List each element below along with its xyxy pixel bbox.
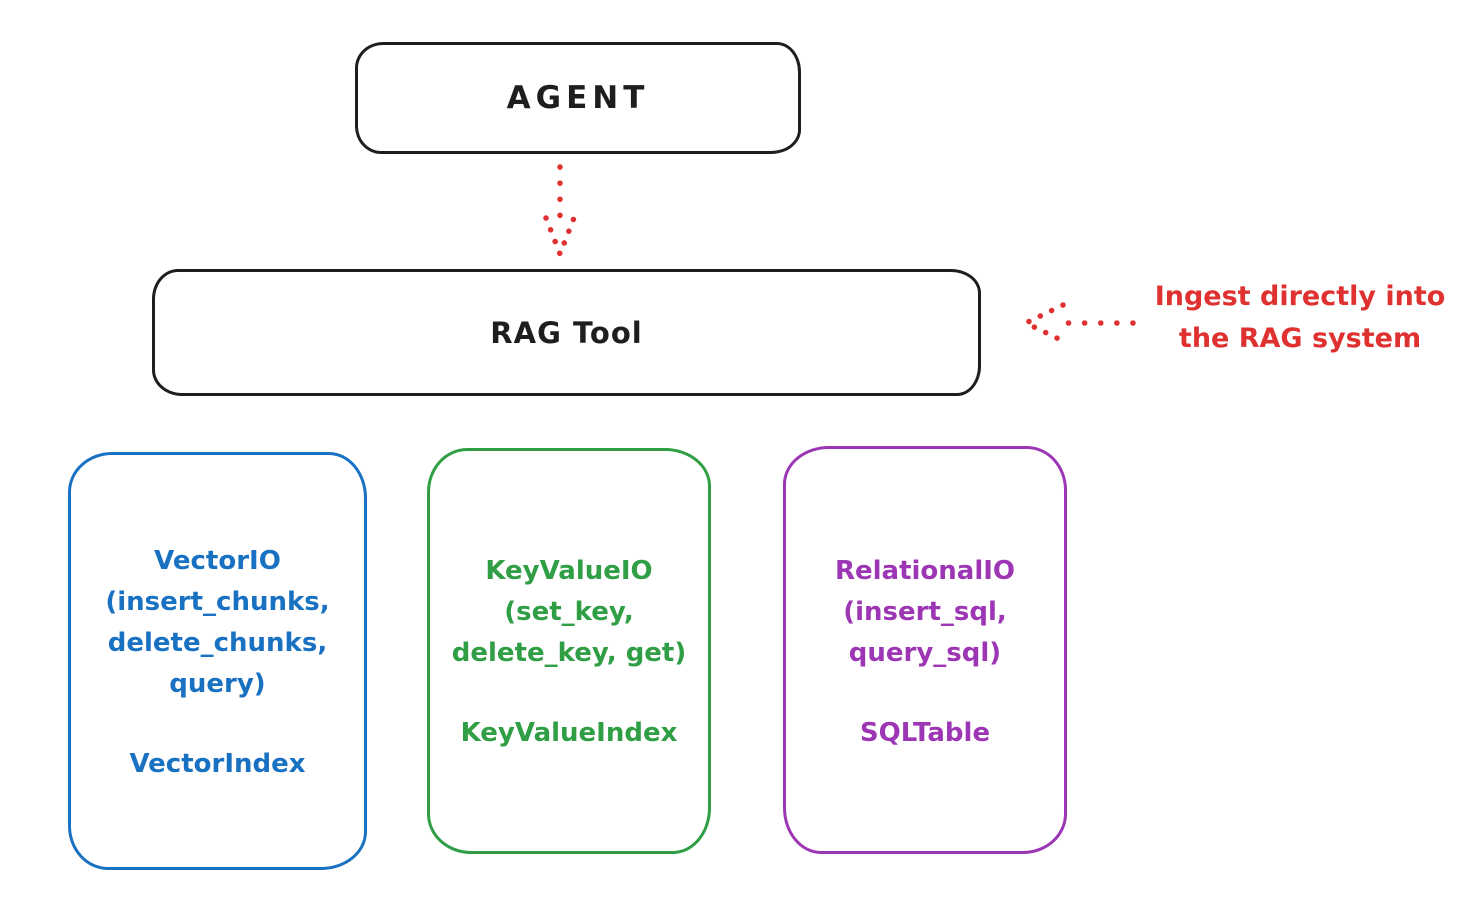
rag-tool-node: RAG Tool [152,269,981,396]
relational-io-methods-label: RelationalIO (insert_sql, query_sql) [834,556,1016,668]
ingest-annotation-line2: the RAG system [1178,323,1422,354]
keyvalue-index-label: KeyValueIndex [460,718,678,748]
vector-io-methods-label: VectorIO (insert_chunks, delete_chunks, … [105,546,330,699]
sql-table-label: SQLTable [859,718,991,748]
ingest-annotation: Ingest directly into the RAG system [1120,276,1480,360]
agent-node: AGENT [355,42,801,154]
vector-index-label: VectorIndex [129,749,306,779]
keyvalue-io-methods-label: KeyValueIO (set_key, delete_key, get) [451,556,687,668]
vector-io-node: VectorIO (insert_chunks, delete_chunks, … [68,452,367,870]
ingest-annotation-line1: Ingest directly into [1154,281,1446,312]
rag-tool-label: RAG Tool [490,315,643,350]
agent-label: AGENT [506,80,650,116]
relational-io-node: RelationalIO (insert_sql, query_sql) SQL… [783,446,1067,854]
arrow-agent-to-rag-icon [543,164,577,262]
keyvalue-io-node: KeyValueIO (set_key, delete_key, get) Ke… [427,448,711,854]
arrow-ingest-into-rag-icon [1019,302,1136,344]
